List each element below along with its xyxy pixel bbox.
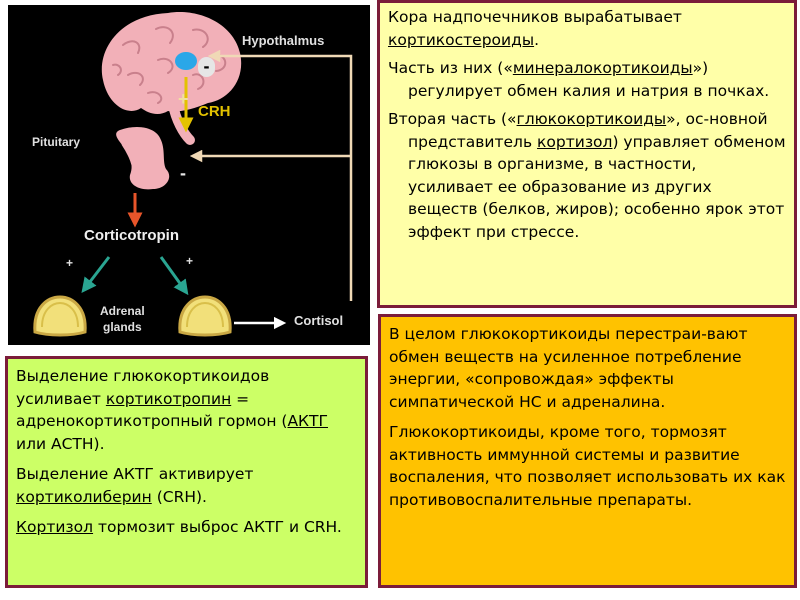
label-cortisol: Cortisol bbox=[294, 313, 344, 328]
overall-paragraph-2: Глюкокортикоиды, кроме того, тормозят ак… bbox=[389, 423, 786, 509]
brain-icon bbox=[101, 12, 242, 145]
text: . bbox=[534, 30, 540, 49]
link-glucocorticoids[interactable]: глюкокортикоиды bbox=[516, 110, 667, 128]
feedback-line bbox=[207, 49, 353, 301]
sign-minus-hypothalamus: - bbox=[198, 57, 215, 77]
adrenal-arrow-right bbox=[159, 256, 189, 296]
text: Кора надпочечников вырабатывает bbox=[388, 8, 682, 26]
diagram-graphics bbox=[33, 12, 353, 337]
link-corticosteroids[interactable]: кортикостероиды bbox=[388, 30, 535, 49]
link-mineralocorticoids[interactable]: минералокортикоиды bbox=[512, 59, 693, 77]
text: Вторая часть (« bbox=[388, 110, 517, 128]
link-acth[interactable]: АКТГ bbox=[287, 412, 328, 430]
text: », ос-новной представитель bbox=[408, 110, 768, 151]
sign-plus-left: + bbox=[66, 256, 74, 270]
text: ) управляет обменом глюкозы в организме,… bbox=[408, 132, 786, 241]
cortex-paragraph-3: Вторая часть («глюкокортикоиды», ос-новн… bbox=[388, 108, 786, 243]
panel-adrenal-cortex: Кора надпочечников вырабатывает кортикос… bbox=[377, 0, 797, 308]
hpa-axis-diagram: Hypothalmus - + CRH Pituitary - Corticot… bbox=[8, 5, 370, 345]
text: или АСТН). bbox=[16, 434, 105, 453]
adrenal-gland-right bbox=[178, 295, 232, 337]
label-hypothalmus: Hypothalmus bbox=[242, 33, 325, 48]
link-cortisol[interactable]: кортизол bbox=[537, 132, 613, 151]
acth-paragraph-1: Выделение глюкокортикоидов усиливает кор… bbox=[16, 365, 357, 455]
text: = адренокортикотропный гормон ( bbox=[16, 389, 288, 431]
link-corticoliberin[interactable]: кортиколиберин bbox=[16, 487, 152, 506]
text: Выделение АКТГ активирует bbox=[16, 465, 254, 483]
text: (CRH). bbox=[151, 487, 207, 506]
panel-overall-effects: В целом глюкокортикоиды перестраи-вают о… bbox=[378, 314, 797, 588]
text: тормозит выброс АКТГ и CRH. bbox=[93, 518, 342, 536]
cortex-paragraph-1: Кора надпочечников вырабатывает кортикос… bbox=[388, 6, 786, 51]
sign-plus-right: + bbox=[186, 254, 194, 268]
link-cortisol-2[interactable]: Кортизол bbox=[16, 518, 94, 536]
label-adrenal-glands: Adrenal glands bbox=[100, 304, 145, 334]
acth-paragraph-3: Кортизол тормозит выброс АКТГ и CRH. bbox=[16, 516, 357, 539]
sign-minus-pituitary: - bbox=[180, 163, 186, 183]
sign-plus-crh: + bbox=[178, 89, 189, 109]
text: Выделение глюкокортикоидов усиливает bbox=[16, 367, 270, 408]
label-pituitary: Pituitary bbox=[32, 135, 81, 149]
label-crh: CRH bbox=[198, 103, 231, 120]
adrenal-gland-left bbox=[33, 295, 87, 337]
label-corticotropin: Corticotropin bbox=[84, 227, 179, 244]
acth-paragraph-2: Выделение АКТГ активирует кортиколиберин… bbox=[16, 463, 357, 508]
text: ») регулирует обмен калия и натрия в поч… bbox=[408, 59, 770, 100]
cortex-paragraph-2: Часть из них («минералокортикоиды») регу… bbox=[388, 57, 786, 102]
text: Часть из них (« bbox=[388, 59, 513, 77]
pituitary-icon bbox=[116, 126, 170, 190]
overall-paragraph-1: В целом глюкокортикоиды перестраи-вают о… bbox=[389, 325, 748, 411]
adrenal-arrow-left bbox=[81, 256, 111, 293]
link-corticotropin[interactable]: кортикотропин bbox=[105, 389, 232, 408]
hypothalamus-nucleus bbox=[175, 52, 197, 70]
panel-acth: Выделение глюкокортикоидов усиливает кор… bbox=[5, 356, 368, 588]
